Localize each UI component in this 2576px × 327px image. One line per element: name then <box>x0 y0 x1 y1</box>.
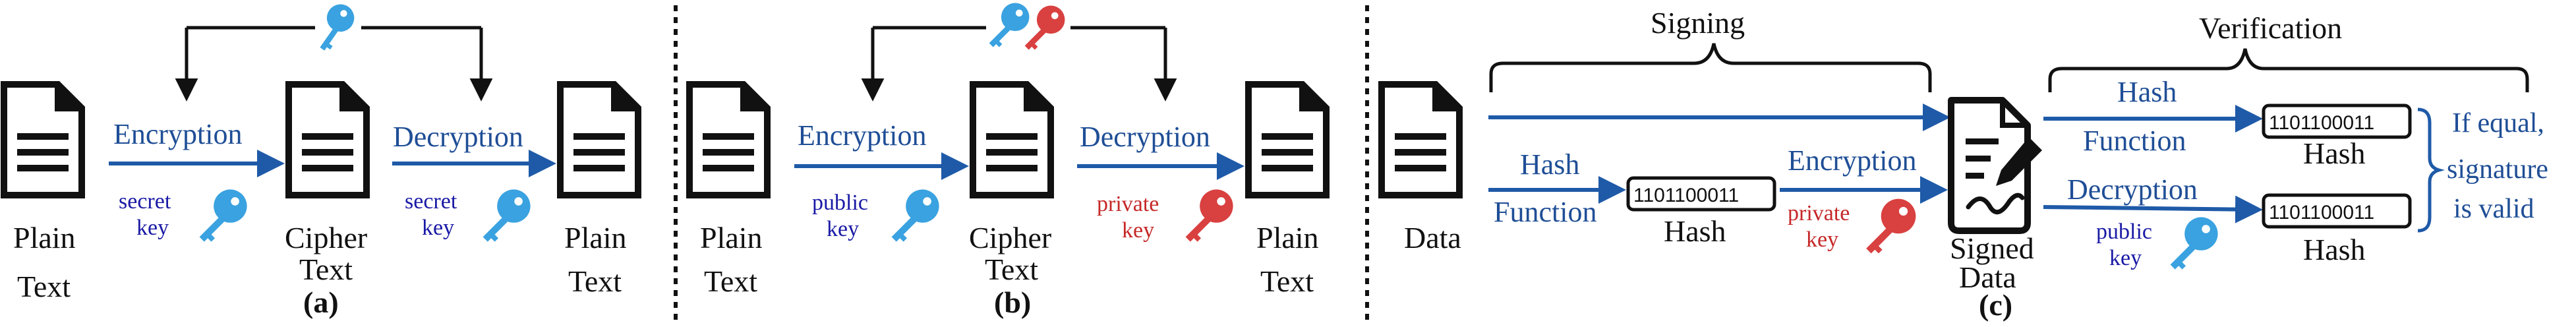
plain-text-label: Text <box>1260 264 1314 298</box>
plain-text-document-icon <box>4 84 82 195</box>
cipher-text-label: Text <box>299 253 353 286</box>
secret-key-label: secret <box>405 189 457 214</box>
hash-function-label: Hash <box>2117 76 2177 108</box>
panel-b-caption: (b) <box>994 285 1031 319</box>
cipher-text-label: Cipher <box>969 221 1051 254</box>
encryption-label: Encryption <box>798 119 927 152</box>
public-key-label: public <box>812 191 868 215</box>
verification-label: Verification <box>2199 11 2342 45</box>
plain-text-label: Plain <box>1256 221 1319 254</box>
comparison-brace <box>2417 107 2445 233</box>
plain-text-label: Plain <box>564 221 627 254</box>
hash-function-label: Function <box>1494 196 1596 228</box>
signing-brace <box>1489 43 1932 92</box>
data-document-icon <box>1382 84 1459 195</box>
private-key-label: key <box>1806 227 1838 252</box>
encryption-label: Encryption <box>113 118 243 150</box>
private-key-label: private <box>1097 192 1159 216</box>
public-key-icon <box>2170 217 2218 270</box>
hash-value-bits: 1101100011 <box>2269 112 2374 134</box>
cipher-text-label: Text <box>985 253 1038 286</box>
cipher-text-label: Cipher <box>285 221 367 254</box>
result-label: signature <box>2447 154 2548 185</box>
panel-a-caption: (a) <box>303 285 339 319</box>
hash-label: Hash <box>2303 233 2366 266</box>
panel-c: Signing Verification Data Hash Function … <box>1382 6 2548 322</box>
secret-key-icon <box>483 189 531 242</box>
hash-label: Hash <box>2303 136 2366 170</box>
public-key-icon <box>891 189 939 242</box>
plain-text-label: Plain <box>13 221 76 254</box>
hash-value-box <box>1626 176 1776 212</box>
cipher-text-document-icon <box>973 84 1051 195</box>
hash-value-box <box>2262 104 2412 139</box>
decryption-label: Decryption <box>1080 121 1210 153</box>
hash-label: Hash <box>1664 214 1726 248</box>
encryption-label: Encryption <box>1788 144 1917 177</box>
private-key-icon <box>1185 189 1233 242</box>
private-key-label: key <box>1122 218 1154 243</box>
decryption-arrow <box>2043 195 2263 223</box>
plain-text-label: Plain <box>700 221 763 254</box>
verification-brace <box>2048 48 2529 92</box>
plain-text-document-icon <box>560 84 638 195</box>
secret-key-label: key <box>136 216 169 240</box>
panel-a: Encryption Decryption secret key secret … <box>4 2 638 319</box>
public-key-label: key <box>2109 246 2142 270</box>
private-key-icon <box>1024 5 1065 50</box>
hash-function-label: Function <box>2083 125 2186 157</box>
private-key-label: private <box>1788 201 1850 225</box>
plain-text-document-icon <box>689 84 767 195</box>
public-key-label: key <box>827 217 859 241</box>
plain-text-label: Text <box>17 270 71 303</box>
secret-key-icon <box>313 2 359 51</box>
hash-value-bits: 1101100011 <box>2269 202 2374 223</box>
plain-text-label: Text <box>568 264 622 298</box>
private-key-icon <box>1866 198 1916 254</box>
signed-data-label: Data <box>1959 260 2016 294</box>
hash-function-label: Hash <box>1520 148 1579 181</box>
result-label: If equal, <box>2452 108 2544 138</box>
hash-value-box <box>2262 193 2412 229</box>
hash-value-bits: 1101100011 <box>1633 185 1739 206</box>
panel-b: Encryption Decryption public key private… <box>689 3 1326 319</box>
panel-c-caption: (c) <box>1979 288 2012 322</box>
public-key-label: public <box>2096 220 2152 244</box>
public-key-icon <box>989 3 1030 47</box>
decryption-label: Decryption <box>2067 173 2198 206</box>
signed-data-label: Signed <box>1950 231 2034 265</box>
signing-label: Signing <box>1651 6 1745 40</box>
secret-key-icon <box>199 189 247 242</box>
cipher-text-document-icon <box>289 84 366 195</box>
signed-document-icon <box>1948 97 2042 234</box>
plain-text-label: Text <box>704 264 757 298</box>
decryption-label: Decryption <box>393 121 523 153</box>
secret-key-label: secret <box>119 189 171 214</box>
result-label: is valid <box>2453 194 2534 224</box>
secret-key-label: key <box>422 216 454 240</box>
data-label: Data <box>1404 221 1461 254</box>
plain-text-document-icon <box>1248 84 1326 195</box>
